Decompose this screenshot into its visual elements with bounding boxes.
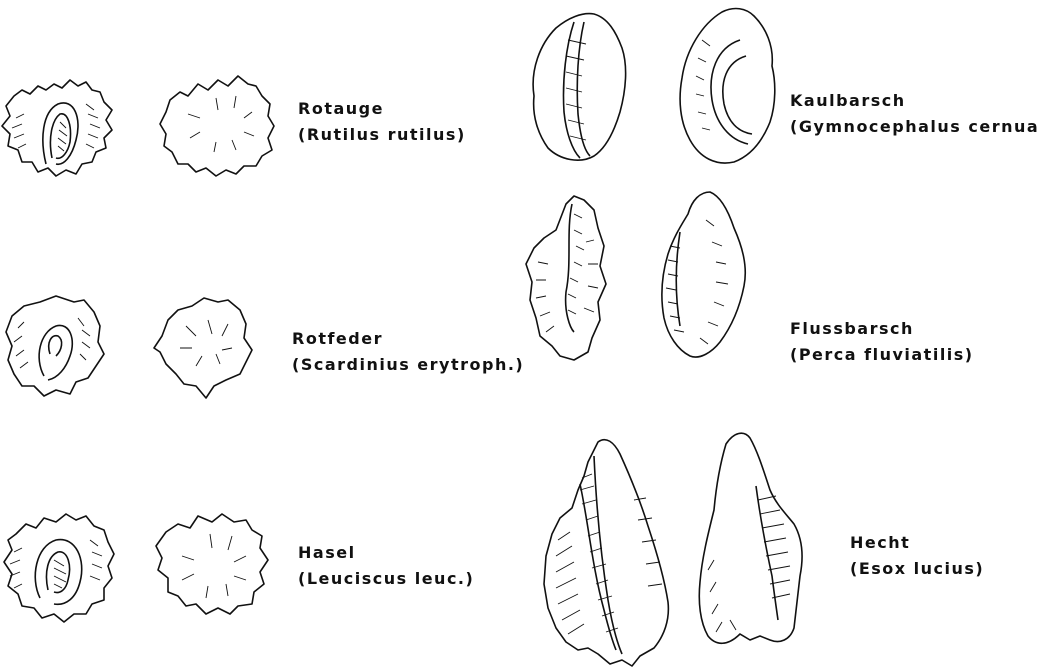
hecht-drawing [544,433,802,666]
rotauge-otolith-outer [160,76,274,176]
kaulbarsch-otolith-right [680,9,775,163]
latin-name: (Perca fluviatilis) [790,342,974,368]
hecht-otolith-left [544,440,668,666]
rotfeder-otolith-inner [6,296,104,396]
latin-name: (Rutilus rutilus) [298,122,466,148]
common-name: Flussbarsch [790,316,974,342]
hasel-otolith-outer [156,514,268,614]
common-name: Hasel [298,540,474,566]
common-name: Kaulbarsch [790,88,1037,114]
rotfeder-drawing [6,296,252,398]
species-label-rotauge: Rotauge (Rutilus rutilus) [298,96,466,148]
flussbarsch-otolith-right [662,192,745,357]
common-name: Rotauge [298,96,466,122]
species-label-hasel: Hasel (Leuciscus leuc.) [298,540,474,592]
flussbarsch-otolith-left [526,196,606,360]
species-label-hecht: Hecht (Esox lucius) [850,530,984,582]
latin-name: (Gymnocephalus cernua) [790,114,1037,140]
kaulbarsch-otolith-left [533,14,626,161]
common-name: Rotfeder [292,326,524,352]
kaulbarsch-drawing [533,9,775,163]
rotauge-drawing [2,76,274,176]
hasel-drawing [4,514,268,622]
common-name: Hecht [850,530,984,556]
latin-name: (Esox lucius) [850,556,984,582]
species-label-kaulbarsch: Kaulbarsch (Gymnocephalus cernua) [790,88,1037,140]
rotfeder-otolith-outer [154,298,252,398]
flussbarsch-drawing [526,192,745,360]
species-label-flussbarsch: Flussbarsch (Perca fluviatilis) [790,316,974,368]
rotauge-otolith-inner [2,80,112,176]
hasel-otolith-inner [4,514,114,622]
latin-name: (Scardinius erytroph.) [292,352,524,378]
species-label-rotfeder: Rotfeder (Scardinius erytroph.) [292,326,524,378]
latin-name: (Leuciscus leuc.) [298,566,474,592]
hecht-otolith-right [699,433,802,643]
